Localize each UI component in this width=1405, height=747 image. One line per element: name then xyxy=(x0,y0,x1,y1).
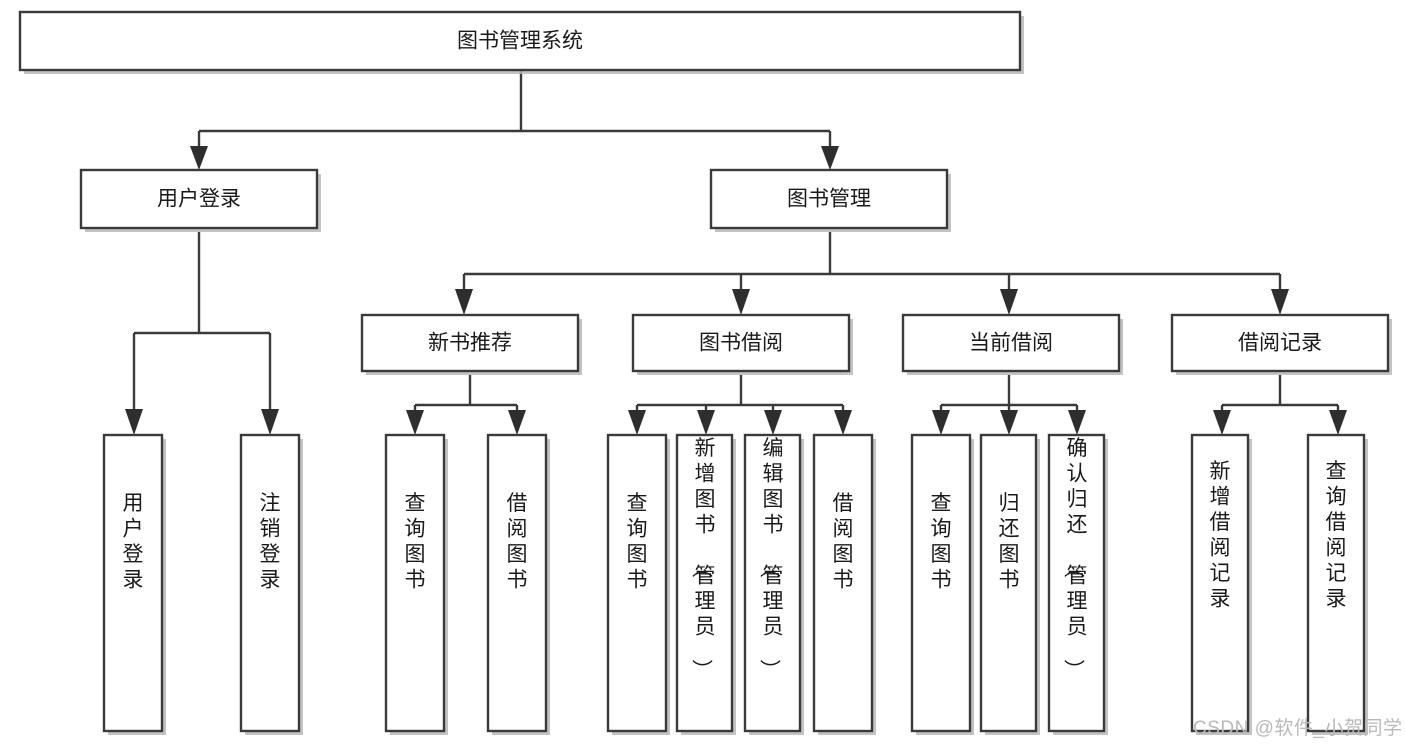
arrow-head-leaf-query-record xyxy=(1329,410,1347,435)
arrow-head-leaf-query-book-1 xyxy=(406,410,424,435)
arrow-head-leaf-query-book-2 xyxy=(628,410,646,435)
node-book-borrow-box[interactable] xyxy=(631,313,851,373)
connector-group-root xyxy=(190,70,839,170)
arrow-head-leaf-borrow-book-1 xyxy=(508,410,526,435)
arrow-head-user-login xyxy=(190,146,208,170)
node-leaf-add-record-label: 新增借阅记录 xyxy=(1210,460,1231,611)
node-new-book-recommend-box[interactable] xyxy=(360,313,580,373)
arrow-head-leaf-return-book xyxy=(1000,410,1018,435)
node-root-box[interactable] xyxy=(18,10,1022,72)
node-book-management-label: 图书管理 xyxy=(787,188,871,211)
node-leaf-borrow-book-1-box[interactable] xyxy=(486,433,548,733)
node-leaf-logout-login-box[interactable] xyxy=(239,433,301,733)
arrow-head-book-management xyxy=(821,146,839,170)
node-leaf-add-book[interactable]: 新增图书（管理员） xyxy=(675,433,736,735)
node-leaf-add-book-label: 新增图书（管理员） xyxy=(690,437,716,680)
connector-group-new-book-recommend xyxy=(406,375,526,435)
node-leaf-logout-login[interactable]: 注销登录 xyxy=(239,433,303,735)
arrow-head-borrow-record xyxy=(1271,289,1289,315)
node-leaf-confirm-return-label: 确认归还（管理员） xyxy=(1062,437,1088,680)
connector-group-user-login xyxy=(125,232,279,435)
node-leaf-confirm-return-box[interactable] xyxy=(1047,433,1106,733)
arrow-head-leaf-user-login xyxy=(125,409,143,435)
node-current-borrow-label: 当前借阅 xyxy=(969,332,1053,355)
arrow-head-leaf-logout-login xyxy=(261,409,279,435)
node-leaf-query-book-2-label: 查询图书 xyxy=(627,492,648,592)
node-user-login-label: 用户登录 xyxy=(157,188,241,211)
node-leaf-return-book-label: 归还图书 xyxy=(999,492,1020,592)
node-leaf-borrow-book-2-box[interactable] xyxy=(812,433,874,733)
node-leaf-query-book-2[interactable]: 查询图书 xyxy=(606,433,670,735)
node-leaf-query-book-1[interactable]: 查询图书 xyxy=(384,433,448,735)
arrow-head-book-borrow xyxy=(732,289,750,315)
node-leaf-borrow-book-2-label: 借阅图书 xyxy=(833,492,854,592)
node-book-management-box[interactable] xyxy=(709,168,949,230)
node-current-borrow[interactable]: 当前借阅 xyxy=(901,313,1123,375)
node-user-login-box[interactable] xyxy=(79,168,319,230)
node-leaf-query-record-box[interactable] xyxy=(1306,433,1366,733)
arrow-head-leaf-borrow-book-2 xyxy=(834,410,852,435)
node-leaf-query-record-label: 查询借阅记录 xyxy=(1326,460,1347,611)
node-user-login[interactable]: 用户登录 xyxy=(79,168,321,232)
node-book-borrow[interactable]: 图书借阅 xyxy=(631,313,853,375)
node-leaf-user-login-box[interactable] xyxy=(102,433,164,733)
node-borrow-record-box[interactable] xyxy=(1170,313,1390,373)
node-book-management[interactable]: 图书管理 xyxy=(709,168,951,232)
node-leaf-edit-book[interactable]: 编辑图书（管理员） xyxy=(743,433,804,735)
arrow-head-leaf-edit-book xyxy=(764,410,782,435)
node-current-borrow-box[interactable] xyxy=(901,313,1121,373)
node-leaf-edit-book-box[interactable] xyxy=(743,433,802,733)
node-leaf-add-record[interactable]: 新增借阅记录 xyxy=(1190,433,1252,735)
connector-group-borrow-record xyxy=(1213,375,1347,435)
node-leaf-borrow-book-1-label: 借阅图书 xyxy=(507,492,528,592)
node-new-book-recommend-label: 新书推荐 xyxy=(428,332,512,355)
node-leaf-borrow-book-2[interactable]: 借阅图书 xyxy=(812,433,876,735)
node-leaf-query-book-3[interactable]: 查询图书 xyxy=(910,433,974,735)
arrow-head-leaf-add-record xyxy=(1213,410,1231,435)
node-book-borrow-label: 图书借阅 xyxy=(699,332,783,355)
arrow-head-leaf-query-book-3 xyxy=(932,410,950,435)
node-borrow-record[interactable]: 借阅记录 xyxy=(1170,313,1392,375)
node-leaf-logout-login-label: 注销登录 xyxy=(260,492,281,592)
node-leaf-user-login-label: 用户登录 xyxy=(123,492,144,592)
csdn-watermark: CSDN @软件_小贺同学 xyxy=(1193,718,1403,739)
node-leaf-query-book-3-box[interactable] xyxy=(910,433,972,733)
connector-group-current-borrow xyxy=(932,375,1086,435)
node-leaf-query-book-1-box[interactable] xyxy=(384,433,446,733)
node-leaf-query-book-2-box[interactable] xyxy=(606,433,668,733)
node-borrow-record-label: 借阅记录 xyxy=(1238,332,1322,355)
arrow-head-new-book-recommend xyxy=(455,289,473,315)
node-leaf-query-record[interactable]: 查询借阅记录 xyxy=(1306,433,1368,735)
node-leaf-add-record-box[interactable] xyxy=(1190,433,1250,733)
arrow-head-current-borrow xyxy=(1000,289,1018,315)
node-leaf-borrow-book-1[interactable]: 借阅图书 xyxy=(486,433,550,735)
node-leaf-query-book-1-label: 查询图书 xyxy=(405,492,426,592)
node-leaf-return-book-box[interactable] xyxy=(979,433,1038,733)
connector-group-book-management xyxy=(455,232,1289,315)
node-leaf-query-book-3-label: 查询图书 xyxy=(931,492,952,592)
node-new-book-recommend[interactable]: 新书推荐 xyxy=(360,313,582,375)
connector-group-book-borrow xyxy=(628,375,852,435)
node-leaf-add-book-box[interactable] xyxy=(675,433,734,733)
arrow-head-leaf-add-book xyxy=(697,410,715,435)
node-leaf-edit-book-label: 编辑图书（管理员） xyxy=(758,437,784,680)
node-leaf-confirm-return[interactable]: 确认归还（管理员） xyxy=(1047,433,1108,735)
node-root-label: 图书管理系统 xyxy=(457,30,583,53)
node-leaf-user-login[interactable]: 用户登录 xyxy=(102,433,166,735)
node-root[interactable]: 图书管理系统 xyxy=(18,10,1024,74)
arrow-head-leaf-confirm-return xyxy=(1068,410,1086,435)
node-leaf-return-book[interactable]: 归还图书 xyxy=(979,433,1040,735)
